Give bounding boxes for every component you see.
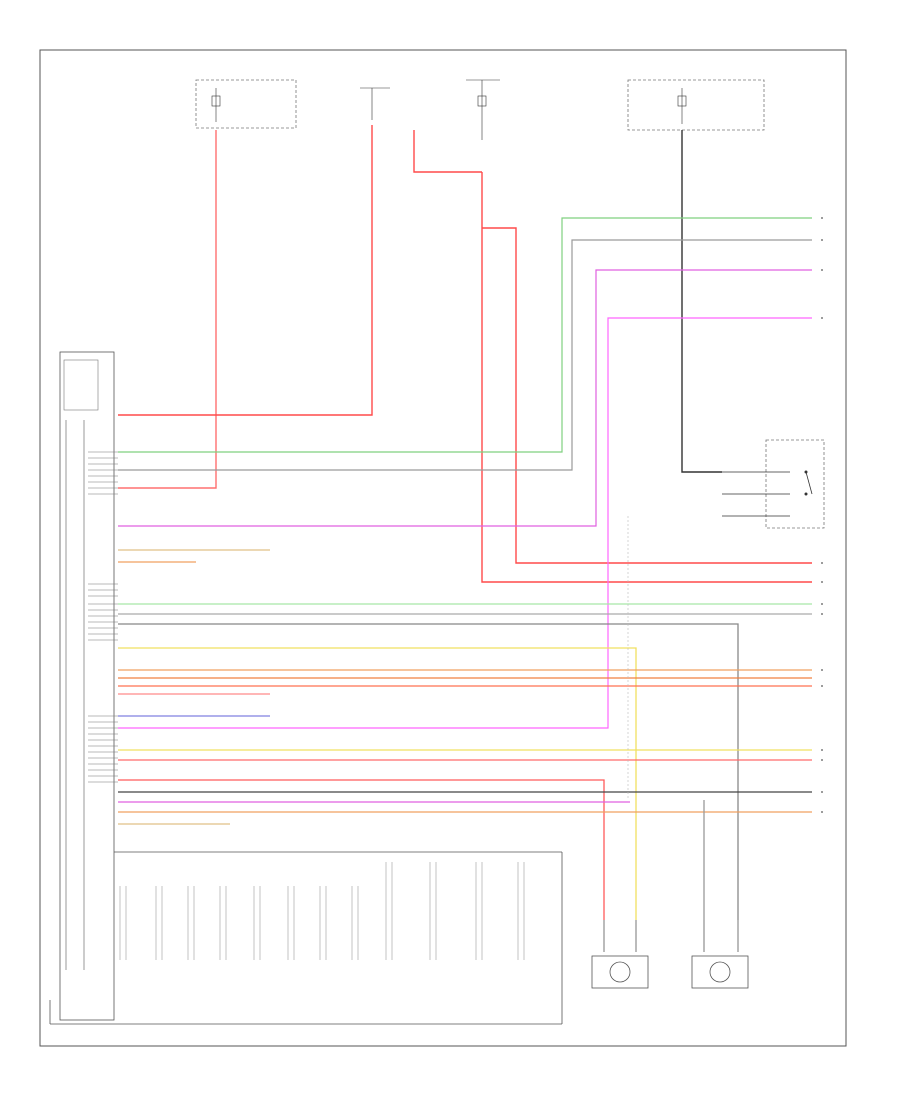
sensor-right-front bbox=[691, 920, 749, 989]
power-source-center bbox=[360, 87, 390, 120]
bottom-label-columns bbox=[119, 862, 525, 960]
sensor-left-front bbox=[591, 920, 649, 989]
wire-gray-top bbox=[118, 239, 812, 471]
wire-black-right bbox=[681, 130, 722, 473]
wire-yellow-1 bbox=[118, 647, 637, 920]
switch-assembly bbox=[627, 439, 825, 800]
control-module bbox=[49, 351, 563, 1025]
fuse-box-right bbox=[627, 79, 765, 131]
wire-violet-top bbox=[118, 269, 812, 527]
wire-group-horizontal bbox=[118, 549, 812, 920]
fuse-box-center-right bbox=[466, 79, 500, 140]
wire-magenta-top bbox=[118, 317, 812, 729]
wire-pink-2 bbox=[118, 779, 605, 920]
wire-red-long-b bbox=[482, 227, 812, 564]
diagram-frame bbox=[39, 49, 847, 1047]
wire-red-long-a bbox=[481, 172, 812, 583]
wire-red-center bbox=[118, 125, 373, 416]
module-pin-stubs bbox=[88, 451, 118, 783]
wire-red-fuse-left bbox=[118, 130, 217, 489]
wire-red-jumper bbox=[413, 130, 482, 173]
right-connector-marks bbox=[821, 217, 823, 813]
wire-group-vertical bbox=[118, 125, 812, 583]
wire-gray-2 bbox=[118, 623, 739, 920]
wire-green-top bbox=[118, 217, 812, 453]
wire-group-upper-right bbox=[118, 217, 812, 729]
fuse-box-left bbox=[195, 79, 297, 129]
